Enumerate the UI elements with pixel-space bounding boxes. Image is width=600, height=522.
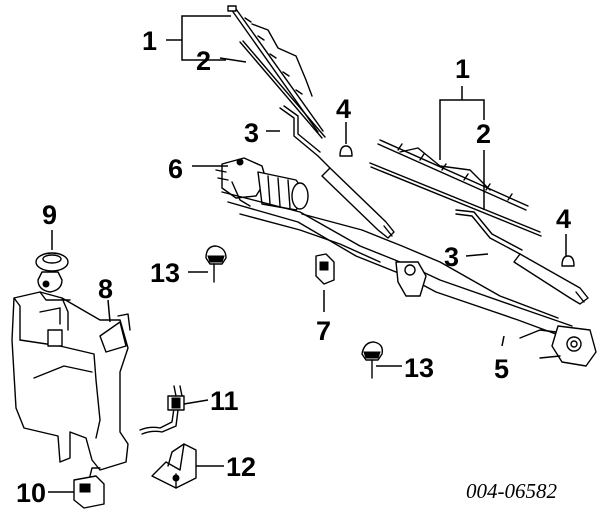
washer-nozzle-left: [205, 245, 227, 283]
callout-nozzle-left: 13: [150, 258, 180, 288]
callout-bracket: 12: [226, 452, 256, 482]
callout-wiper-blade-right: 1: [455, 54, 470, 84]
washer-nozzle-right: [361, 341, 384, 379]
callout-wiper-arm-left: 3: [244, 118, 259, 148]
callout-pump: 10: [16, 478, 46, 508]
wiper-linkage: [221, 191, 597, 367]
callout-reservoir: 8: [98, 274, 113, 304]
wiper-blade-right: [377, 139, 529, 211]
diagram-reference-number: 004-06582: [466, 479, 557, 503]
callout-blade-insert-right: 2: [476, 119, 491, 149]
washer-reservoir: [11, 271, 131, 471]
callout-clip: 7: [316, 316, 331, 346]
callout-check-valve: 11: [210, 386, 239, 416]
wiper-motor: [215, 157, 309, 211]
callout-motor: 6: [168, 154, 183, 184]
callout-linkage: 5: [494, 354, 509, 384]
arm-cap-right: [561, 255, 575, 267]
callout-blade-insert-left: 2: [196, 46, 211, 76]
wiper-blade-left: [227, 5, 324, 133]
grommet: [35, 252, 69, 272]
wiper-arm-left: [279, 105, 395, 239]
check-valve: [139, 385, 185, 435]
callout-grommet: 9: [42, 200, 57, 230]
callout-arm-cap-left: 4: [336, 94, 351, 124]
arm-cap-left: [339, 145, 353, 157]
callout-nozzle-right: 13: [404, 353, 434, 383]
washer-pump: [73, 467, 105, 509]
callout-labels: 1 2 1 2 3 3 4 4 5 6 7 8 9 10 11 12 13 13: [16, 26, 571, 508]
wiper-arm-right: [455, 209, 589, 305]
callout-wiper-blade-left: 1: [142, 26, 157, 56]
blade-insert-right: [369, 162, 542, 237]
blade-insert-left: [239, 40, 326, 139]
callout-wiper-arm-right: 3: [444, 242, 459, 272]
callout-arm-cap-right: 4: [556, 204, 571, 234]
leader-lines: [48, 15, 567, 493]
linkage-clip: [315, 253, 335, 285]
bracket: [151, 443, 197, 489]
